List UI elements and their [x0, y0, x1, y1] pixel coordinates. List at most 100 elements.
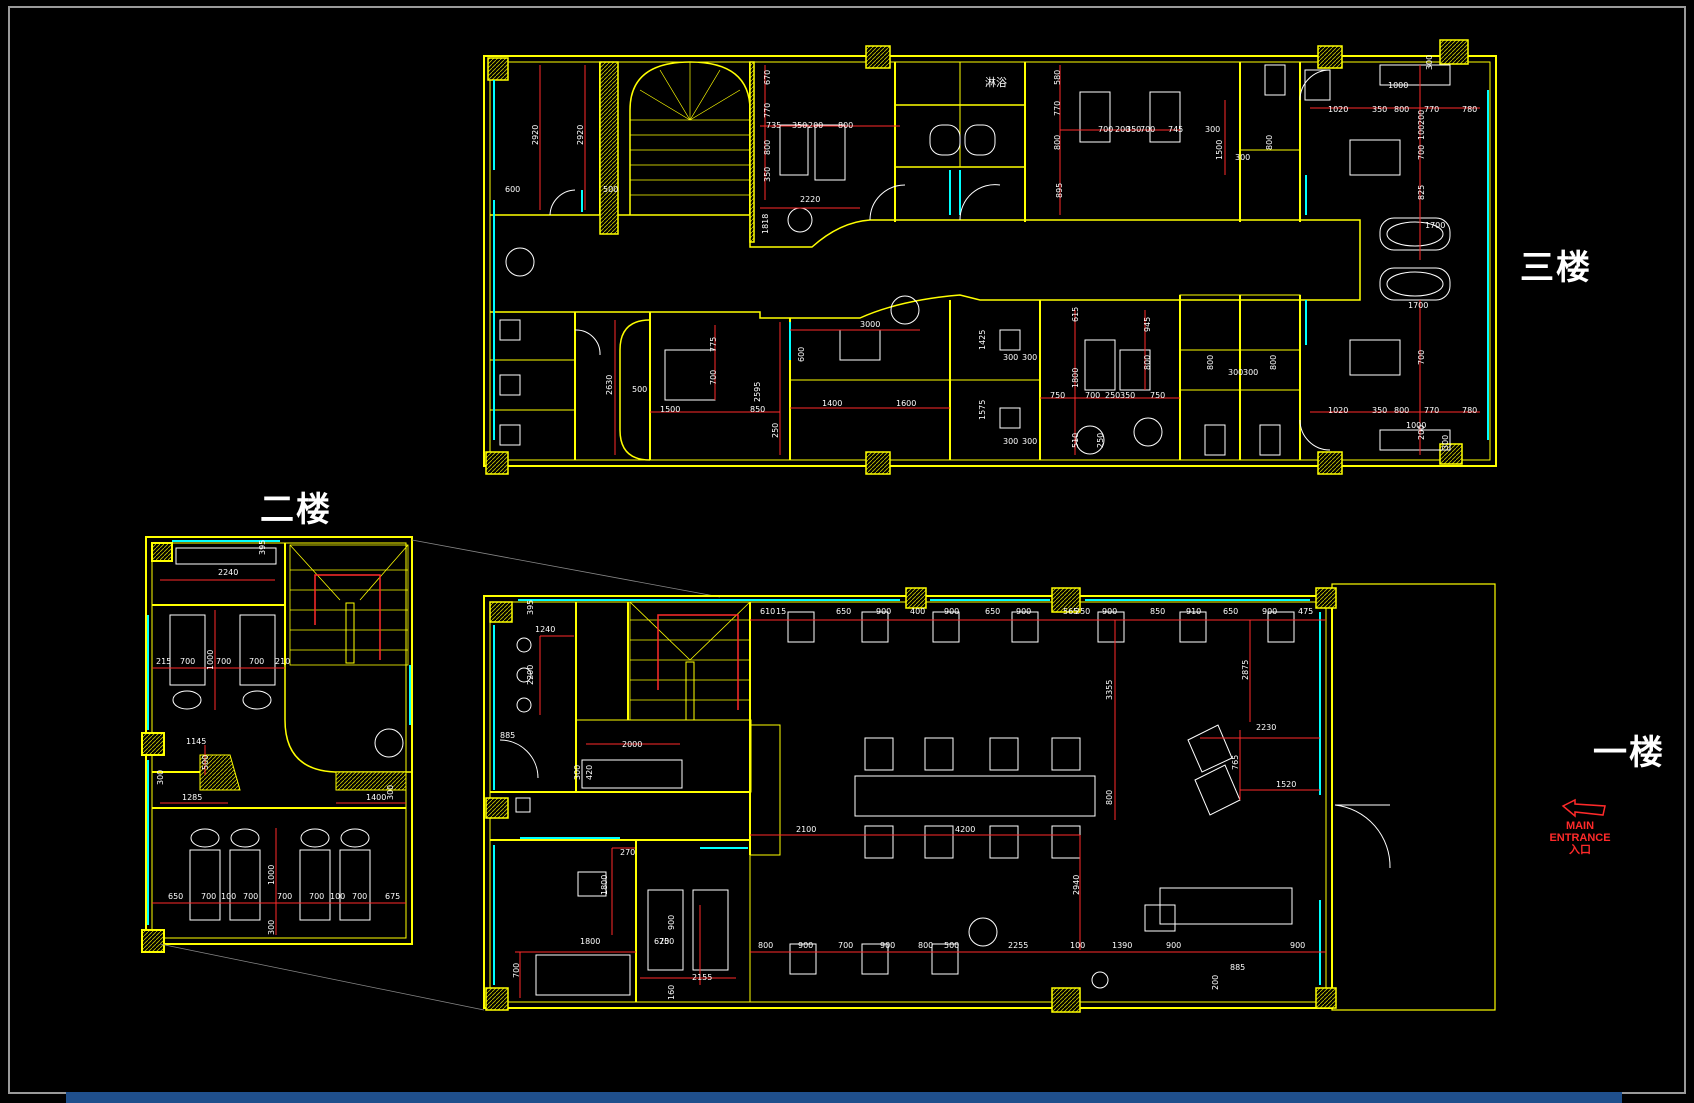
- dimension-label: 800: [758, 941, 773, 950]
- dimension-label: 600: [505, 185, 520, 194]
- dimension-label: 475: [1298, 607, 1313, 616]
- dimension-label: 500: [603, 185, 618, 194]
- dimension-label: 3355: [1105, 680, 1114, 700]
- dimension-label: 1520: [1276, 780, 1296, 789]
- dimension-label: 1700: [1425, 221, 1445, 230]
- dimension-label: 800: [1143, 355, 1152, 370]
- dimension-label: 700: [838, 941, 853, 950]
- dimension-label: 1000: [267, 865, 276, 885]
- reception-desk: [1159, 887, 1293, 925]
- dimension-label: 250: [1105, 391, 1120, 400]
- dimension-label: 4200: [955, 825, 975, 834]
- dimension-label: 100: [221, 892, 236, 901]
- third-floor-plan: [483, 55, 1497, 467]
- dimension-label: 1000: [1406, 421, 1426, 430]
- dimension-label: 250: [1075, 607, 1090, 616]
- dimension-label: 580: [1053, 70, 1062, 85]
- dimension-lines: [152, 65, 1480, 998]
- dimension-label: 765: [1231, 755, 1240, 770]
- dimension-label: 1240: [535, 625, 555, 634]
- dimension-label: 1700: [1408, 301, 1428, 310]
- third-floor-columns: [485, 39, 1469, 475]
- dimension-label: 1000: [206, 650, 215, 670]
- dimension-label: 200: [808, 121, 823, 130]
- dimension-label: 200: [1211, 975, 1220, 990]
- third-floor-corridor: [490, 214, 1361, 319]
- third-floor-outer-wall: [483, 55, 1497, 467]
- dimension-label: 250: [771, 423, 780, 438]
- dimension-label: 700: [659, 937, 674, 946]
- entrance-line-3: 入口: [1569, 844, 1591, 856]
- dimension-label: 1800: [1071, 368, 1080, 388]
- dimension-label: 300: [1022, 353, 1037, 362]
- dimension-label: 775: [709, 337, 718, 352]
- bottom-scrollbar[interactable]: [66, 1092, 1622, 1103]
- dimension-label: 770: [1424, 105, 1439, 114]
- dimension-label: 800: [1206, 355, 1215, 370]
- dimension-label: 700: [709, 370, 718, 385]
- dimension-label: 300: [1003, 353, 1018, 362]
- dimension-label: 2875: [1241, 660, 1250, 680]
- dimension-label: 700: [277, 892, 292, 901]
- dimension-label: 270: [620, 848, 635, 857]
- dimension-label: 1500: [1215, 140, 1224, 160]
- second-floor-furniture: [169, 547, 404, 921]
- entrance-line-2: ENTRANCE: [1549, 832, 1611, 844]
- dimension-label: 945: [1143, 317, 1152, 332]
- dimension-label: 565: [1063, 607, 1078, 616]
- dimension-label: 300: [267, 920, 276, 935]
- dimension-label: 250: [1096, 433, 1105, 448]
- dimension-label: 2220: [800, 195, 820, 204]
- dimension-label: 400: [910, 607, 925, 616]
- dimension-label: 510: [1071, 433, 1080, 448]
- dimension-label: 700: [352, 892, 367, 901]
- dimension-label: 300: [156, 770, 165, 785]
- dimension-label: 1400: [822, 399, 842, 408]
- dimension-label: 800: [1394, 105, 1409, 114]
- dimension-label: 300: [1235, 153, 1250, 162]
- dimension-label: 1400: [366, 793, 386, 802]
- dimension-label: 670: [763, 70, 772, 85]
- third-floor-label: 三楼: [1520, 248, 1592, 288]
- dimension-label: 770: [763, 103, 772, 118]
- dimension-label: 160: [667, 985, 676, 1000]
- dimension-label: 1000: [1388, 81, 1408, 90]
- dimension-label: 210: [275, 657, 290, 666]
- first-floor-label: 一楼: [1593, 733, 1665, 773]
- dimension-label: 1020: [1328, 406, 1348, 415]
- dimension-label: 750: [1050, 391, 1065, 400]
- dimension-label: 2920: [576, 125, 585, 145]
- styling-stations-top: [787, 611, 1295, 643]
- dimension-label: 2000: [622, 740, 642, 749]
- dimension-label: 350: [1126, 125, 1141, 134]
- dimension-label: 825: [1417, 185, 1426, 200]
- dimension-label: 1800: [600, 875, 609, 895]
- dimension-label: 2240: [218, 568, 238, 577]
- dimension-label: 15: [776, 607, 786, 616]
- dimension-label: 650: [985, 607, 1000, 616]
- dimension-label: 1020: [1328, 105, 1348, 114]
- dimension-label: 100: [1417, 125, 1426, 140]
- dimension-label: 700: [249, 657, 264, 666]
- dimension-label: 745: [1168, 125, 1183, 134]
- dimension-label: 1425: [978, 330, 987, 350]
- main-entrance-label: MAIN ENTRANCE 入口: [1535, 820, 1625, 856]
- dimension-label: 2630: [605, 375, 614, 395]
- dimension-label: 395: [258, 540, 267, 555]
- dimension-label: 900: [1166, 941, 1181, 950]
- dimension-label: 650: [168, 892, 183, 901]
- entrance-arrow-icon: [1561, 798, 1606, 818]
- dimension-label: 800: [838, 121, 853, 130]
- dimension-label: 885: [1230, 963, 1245, 972]
- dimension-label: 600: [797, 347, 806, 362]
- dimension-label: 300: [1228, 368, 1243, 377]
- dimension-label: 900: [880, 941, 895, 950]
- first-floor-columns: [485, 587, 1337, 1013]
- dimension-label: 300: [1243, 368, 1258, 377]
- dimension-label: 700: [1417, 350, 1426, 365]
- dimension-label: 750: [1150, 391, 1165, 400]
- dimension-label: 2155: [692, 973, 712, 982]
